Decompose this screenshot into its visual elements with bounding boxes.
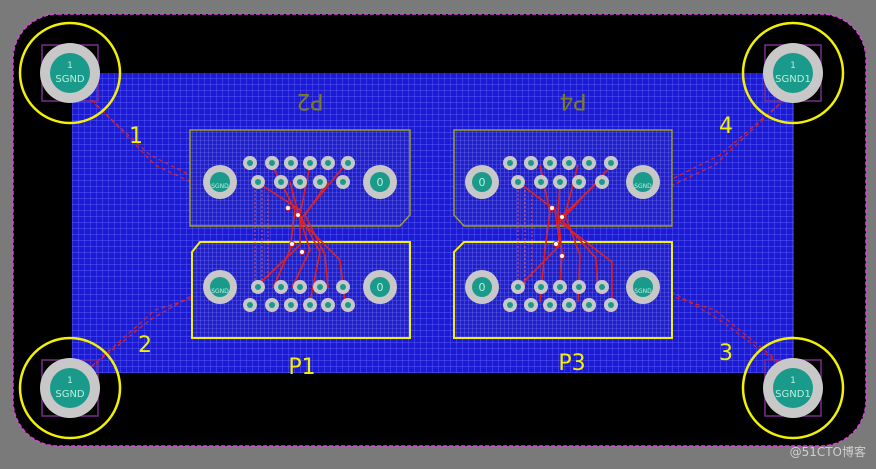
p2-pad-zero: 0 <box>377 176 384 189</box>
watermark: @51CTO博客 <box>790 444 866 459</box>
hole-net: SGND1 <box>775 74 811 85</box>
p4-pad-gnd: SGND <box>634 183 652 190</box>
p4-pad-zero: 0 <box>479 176 486 189</box>
p3-pad-gnd: SGND <box>634 288 652 295</box>
corner-label-1: 1 <box>129 124 143 149</box>
mounting-hole-top-left[interactable]: 1 SGND <box>18 21 122 125</box>
corner-label-4: 4 <box>719 114 733 139</box>
hole-pin: 1 <box>67 61 73 71</box>
hole-net: SGND <box>55 74 85 85</box>
mounting-hole-top-right[interactable]: 1 SGND1 <box>741 21 845 125</box>
p1-pad-gnd: SGND <box>211 288 229 295</box>
hole-pin: 1 <box>67 376 73 386</box>
mounting-hole-bottom-right[interactable]: 1 SGND1 <box>741 336 845 440</box>
hole-pin: 1 <box>790 61 796 71</box>
p3-designator: P3 <box>558 351 585 376</box>
p4-designator: P4 <box>559 88 586 113</box>
p3-pad-zero: 0 <box>479 281 486 294</box>
corner-label-2: 2 <box>138 333 152 358</box>
p2-pad-gnd: SGND <box>211 183 229 190</box>
hole-net: SGND <box>55 389 85 400</box>
hole-pin: 1 <box>790 376 796 386</box>
p2-designator: P2 <box>296 88 323 113</box>
vias <box>285 205 565 259</box>
hole-net: SGND1 <box>775 389 811 400</box>
connector-pads: SGND 0 0 SGND SGND 0 0 SGND <box>203 165 660 304</box>
corner-label-3: 3 <box>719 341 733 366</box>
mounting-hole-bottom-left[interactable]: 1 SGND <box>18 336 122 440</box>
p1-designator: P1 <box>288 355 315 380</box>
small-pin-holes <box>247 160 614 308</box>
copper-pour <box>72 73 794 373</box>
p1-pad-zero: 0 <box>377 281 384 294</box>
